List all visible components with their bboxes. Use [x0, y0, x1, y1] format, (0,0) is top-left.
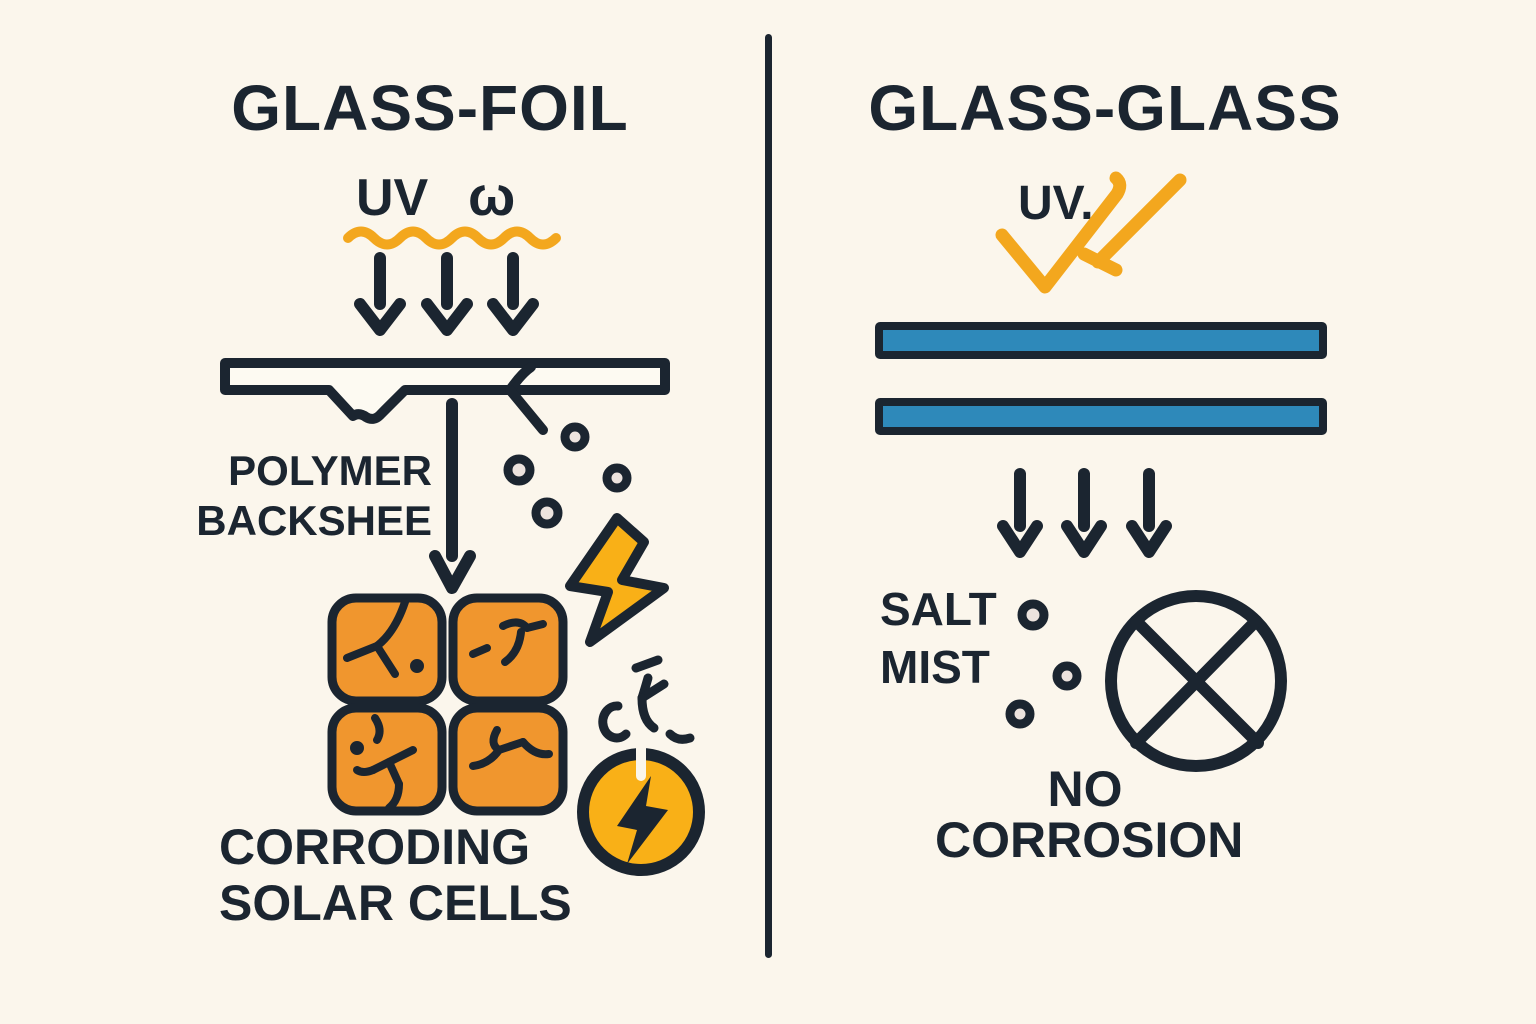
degradation-arrow-icon [429, 398, 476, 594]
solar-cells-grid [327, 593, 568, 816]
uv-wavy-underline-icon [343, 226, 561, 250]
salt-mist-label-line2: MIST [880, 641, 990, 693]
no-corrosion-caption-line2: CORROSION [935, 812, 1244, 868]
salt-mist-dots-right-icon [1005, 599, 1082, 729]
divider-line [765, 34, 772, 958]
no-corrosion-caption-line1: NO [1047, 761, 1123, 817]
uv-deflect-icon [995, 171, 1187, 294]
corroding-caption-line2: SOLAR CELLS [219, 875, 572, 931]
glass-pane-bottom [875, 398, 1327, 435]
left-panel-title: GLASS-FOIL [231, 72, 629, 144]
solar-cell [327, 593, 447, 706]
salt-mist-label-line1: SALT [880, 583, 997, 635]
salt-mist-dots-left-icon [503, 422, 632, 529]
uv-label-left: UV [356, 169, 429, 227]
uv-wave-glyph: ω [468, 164, 516, 227]
backsheet-bar [220, 358, 670, 435]
crack-marks-icon [598, 655, 695, 744]
backsheet-outline [220, 358, 670, 424]
corroding-caption-line1: CORRODING [219, 819, 531, 875]
uv-deflect-arrow-bar [1077, 247, 1123, 277]
cell-crack-lines [343, 598, 553, 812]
uv-deflect-arrow-icon [1091, 173, 1187, 269]
power-loss-badge-icon [577, 741, 705, 876]
solar-cell [448, 593, 568, 706]
ingress-left-arrow-icon [505, 362, 548, 435]
polymer-backsheet-label-line1: POLYMER [228, 447, 432, 494]
no-entry-icon [1105, 590, 1287, 772]
lightning-bolt-icon [565, 513, 669, 647]
solar-cell [448, 703, 568, 816]
uv-label-right: UV. [1018, 177, 1094, 230]
right-panel-title: GLASS-GLASS [868, 72, 1342, 144]
polymer-backsheet-label-line2: BACKSHEE [196, 497, 432, 544]
uv-check-icon [995, 171, 1127, 294]
glass-pane-top [875, 322, 1327, 359]
uv-down-arrows-icon [354, 252, 539, 336]
protection-down-arrows-icon [997, 468, 1172, 558]
